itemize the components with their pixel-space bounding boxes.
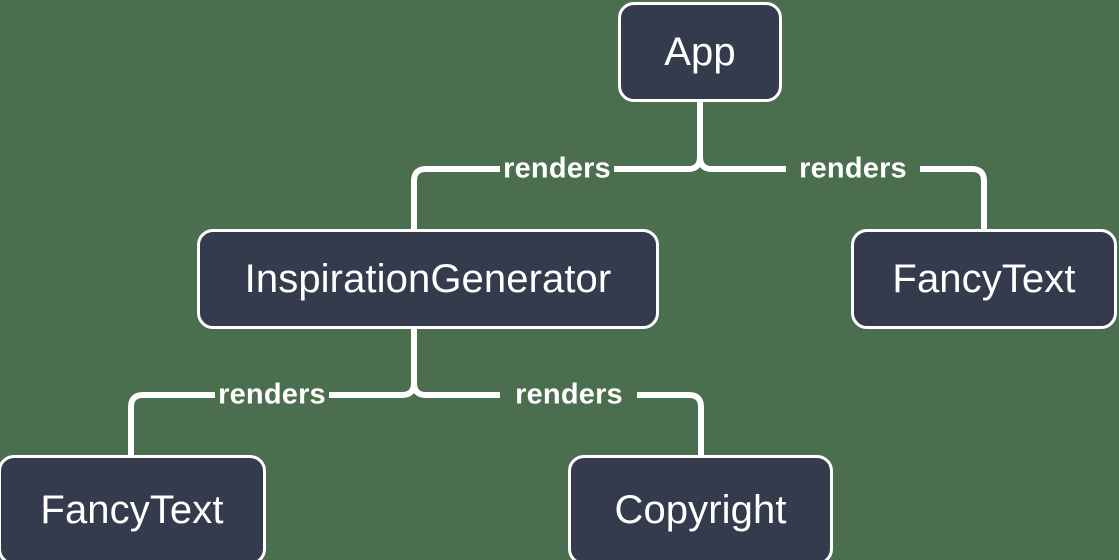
node-inspiration-generator[interactable]: InspirationGenerator	[197, 229, 659, 329]
node-app[interactable]: App	[618, 2, 782, 102]
edge-label-app-to-inspiration-generator: renders	[503, 152, 611, 185]
node-fancytext-bottom-left-label: FancyText	[40, 488, 224, 532]
edge-label-app-to-fancytext-right: renders	[799, 152, 907, 185]
edge-label-inspiration-generator-to-copyright: renders	[515, 378, 623, 411]
node-app-label: App	[664, 30, 736, 74]
node-copyright-label: Copyright	[614, 488, 787, 532]
node-copyright[interactable]: Copyright	[568, 455, 833, 560]
node-fancytext-right[interactable]: FancyText	[851, 229, 1117, 329]
node-fancytext-right-label: FancyText	[892, 257, 1076, 301]
edge-label-inspiration-generator-to-fancytext: renders	[218, 378, 326, 411]
node-inspiration-generator-label: InspirationGenerator	[244, 257, 612, 301]
node-fancytext-bottom-left[interactable]: FancyText	[0, 455, 266, 560]
